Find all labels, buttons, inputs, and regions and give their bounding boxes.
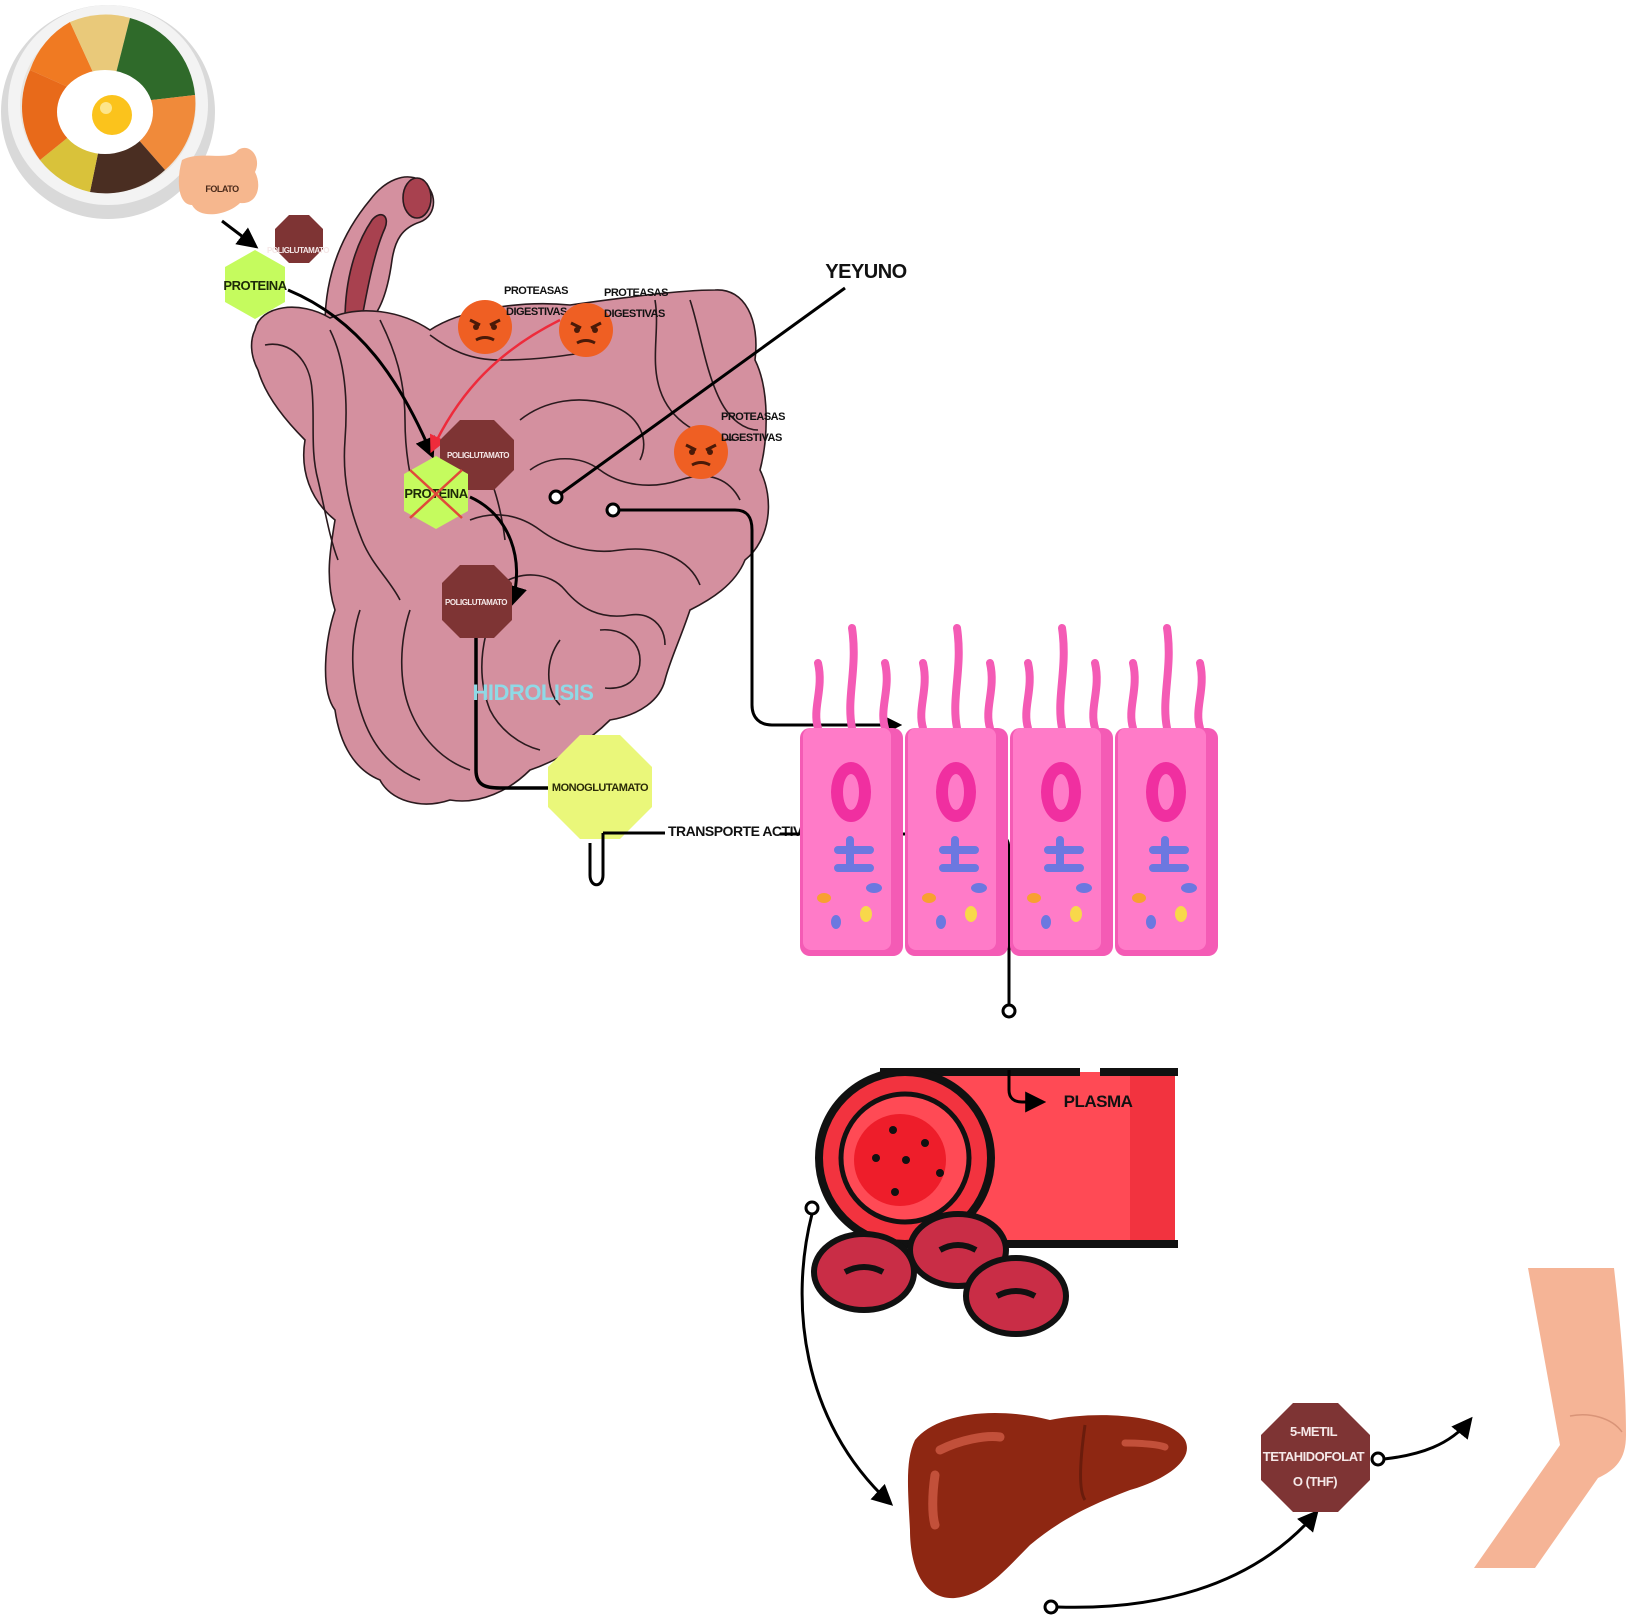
plasma-label: PLASMA (1064, 1092, 1133, 1111)
folato-arrow (222, 221, 255, 246)
jejunum-connector-dot (607, 504, 619, 516)
microvillus (1060, 628, 1063, 728)
hidrolisis-label: HIDROLISIS (473, 680, 594, 705)
folato-blob: FOLATO (179, 148, 258, 214)
liver-connector-dot (1045, 1601, 1057, 1613)
microvillus (1165, 628, 1168, 728)
microvillus (850, 628, 853, 728)
enterocyte-cell-2 (905, 628, 1008, 956)
yeyuno-pointer-dot (550, 491, 562, 503)
microvillus (1131, 663, 1134, 728)
yeyuno-label: YEYUNO (825, 261, 906, 283)
poliglutamato-label-3: POLIGLUTAMATO (445, 598, 507, 607)
plasma-connector-dot (1003, 1005, 1015, 1017)
liver-icon (908, 1413, 1187, 1598)
poliglutamato-octagon-1 (275, 215, 323, 263)
arm-icon (1474, 1268, 1626, 1568)
poliglutamato-label-2: POLIGLUTAMATO (447, 451, 509, 460)
transporte-activo-label: TRANSPORTE ACTIVO (668, 823, 813, 839)
monoglutamato-connector (590, 833, 603, 885)
poliglutamato-label-1: POLIGLUTAMATO (267, 246, 329, 255)
microvillus (1093, 663, 1096, 728)
microvillus (988, 663, 991, 728)
monoglutamato-label: MONOGLUTAMATO (552, 782, 649, 794)
protease-label-1: PROTEASAS DIGESTIVAS (504, 285, 571, 318)
enterocyte-cell-3 (1010, 628, 1113, 956)
thf-to-tissue-arrow (1384, 1420, 1470, 1459)
protease-face-icon-1 (458, 300, 512, 354)
enterocyte-cell-4 (1115, 628, 1218, 956)
microvillus (1198, 663, 1201, 728)
microvillus (816, 663, 819, 728)
microvillus (955, 628, 958, 728)
folato-label: FOLATO (205, 184, 239, 194)
microvillus (883, 663, 886, 728)
liver-to-thf-arrow (1057, 1513, 1316, 1607)
small-intestine-icon (252, 177, 769, 804)
enterocyte-cell-1 (800, 628, 903, 956)
microvillus (1026, 663, 1029, 728)
blood-connector-dot (806, 1202, 818, 1214)
protease-face-icon-3 (674, 425, 728, 479)
proteina-label-1: PROTEINA (223, 278, 287, 293)
thf-connector-dot (1372, 1453, 1384, 1465)
microvillus (921, 663, 924, 728)
